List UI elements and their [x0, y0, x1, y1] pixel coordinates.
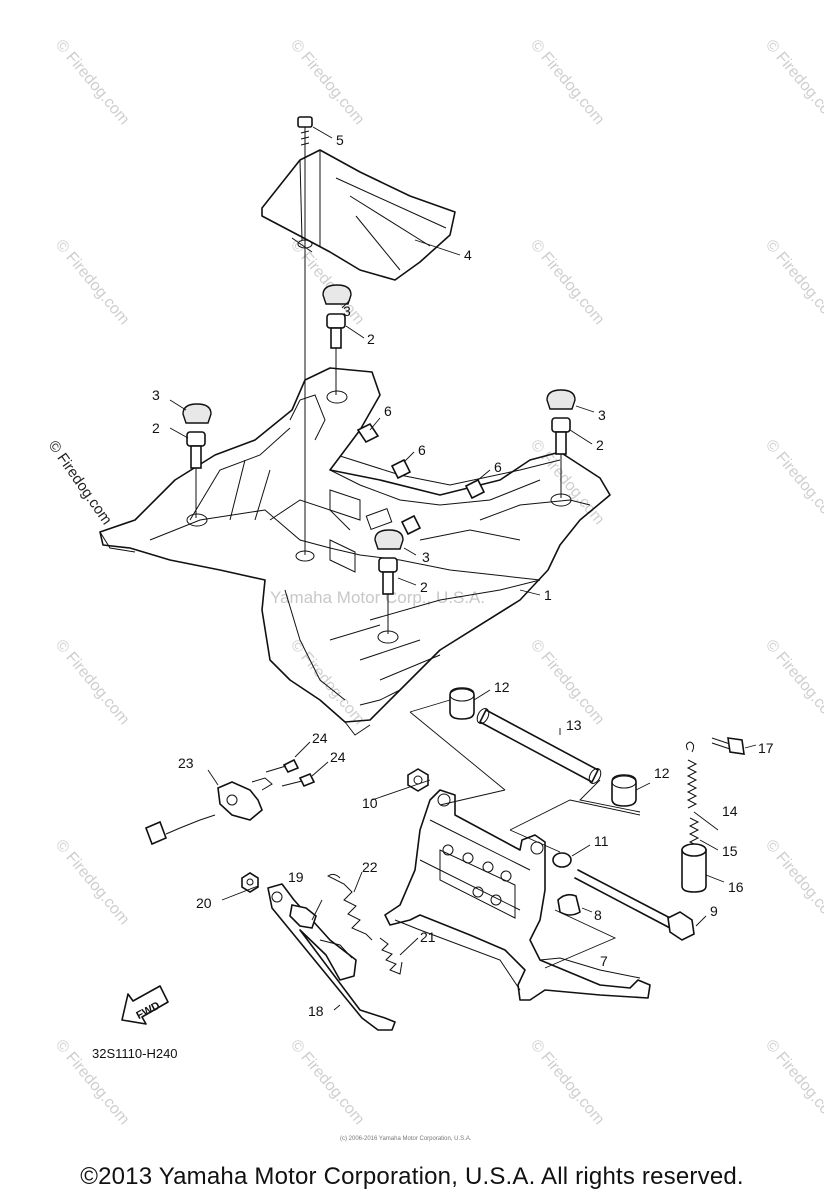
callout-11: 11	[594, 833, 609, 849]
callout-numbers: 1 2 2 2 2 3 3 3 3 4 5 6 6 6 7 8 9 10 11 …	[152, 132, 774, 1019]
leader-lines	[169, 126, 757, 1011]
callout-6: 6	[418, 442, 426, 458]
callout-12: 12	[494, 679, 510, 695]
watermark: © Firedog.com	[287, 637, 368, 728]
callout-7: 7	[600, 953, 608, 969]
callout-10: 10	[362, 795, 378, 811]
watermark: © Firedog.com	[527, 1037, 608, 1128]
callout-3: 3	[422, 549, 430, 565]
watermark: © Firedog.com	[762, 37, 824, 128]
part-floor-board	[99, 367, 611, 736]
callout-9: 9	[710, 903, 718, 919]
bolt-2-icon	[186, 313, 571, 634]
watermark: © Firedog.com	[52, 637, 133, 728]
callout-14: 14	[722, 803, 738, 819]
callout-6: 6	[384, 403, 392, 419]
part-cover-panel	[261, 149, 456, 281]
grommet-icon	[182, 284, 576, 550]
callout-22: 22	[362, 859, 378, 875]
callout-4: 4	[464, 247, 472, 263]
callout-23: 23	[178, 755, 194, 771]
callout-24: 24	[312, 730, 328, 746]
guide-lines	[409, 699, 641, 969]
callout-3: 3	[152, 387, 160, 403]
watermark: © Firedog.com	[287, 1037, 368, 1128]
watermark: © Firedog.com	[52, 837, 133, 928]
bushing-icon	[449, 687, 637, 807]
part-side-stand	[241, 872, 396, 1031]
pipe-icon	[476, 708, 602, 784]
exploded-view: © Firedog.com © Firedog.com © Firedog.co…	[45, 37, 824, 1142]
watermark-grid: © Firedog.com © Firedog.com © Firedog.co…	[52, 37, 824, 1128]
part-main-stand	[384, 789, 651, 1001]
callout-2: 2	[367, 331, 375, 347]
fwd-label: FWD	[134, 1000, 162, 1022]
callout-6: 6	[494, 459, 502, 475]
cap-icon	[557, 893, 581, 916]
bolt-5-icon	[297, 116, 313, 152]
callout-8: 8	[594, 907, 602, 923]
callout-12: 12	[654, 765, 670, 781]
callout-2: 2	[420, 579, 428, 595]
spring-icon	[327, 741, 700, 975]
callout-3: 3	[598, 407, 606, 423]
callout-24: 24	[330, 749, 346, 765]
washer-icon	[552, 852, 572, 868]
watermark: © Firedog.com	[287, 37, 368, 128]
callout-5: 5	[336, 132, 344, 148]
watermark: © Firedog.com	[527, 237, 608, 328]
callout-2: 2	[152, 420, 160, 436]
watermark: © Firedog.com	[527, 637, 608, 728]
watermark: © Firedog.com	[762, 637, 824, 728]
copyright-footer: ©2013 Yamaha Motor Corporation, U.S.A. A…	[80, 1163, 744, 1190]
callout-2: 2	[596, 437, 604, 453]
fwd-arrow-icon: FWD	[121, 985, 169, 1025]
watermark: © Firedog.com	[527, 37, 608, 128]
diagram-code: 32S1110-H240	[92, 1046, 178, 1061]
callout-13: 13	[566, 717, 582, 733]
part-sidestand-switch	[144, 758, 316, 846]
clip-nut-icon	[356, 422, 486, 536]
callout-3: 3	[343, 303, 351, 319]
bolt-9-icon	[574, 869, 695, 941]
callout-1: 1	[544, 587, 552, 603]
callout-16: 16	[728, 879, 744, 895]
callout-19: 19	[288, 869, 304, 885]
watermark: © Firedog.com	[762, 837, 824, 928]
tiny-print: (c) 2006-2016 Yamaha Motor Corporation, …	[340, 1136, 472, 1142]
watermark: © Firedog.com	[52, 37, 133, 128]
side-watermark: © Firedog.com	[45, 438, 115, 529]
watermark: © Firedog.com	[762, 237, 824, 328]
nut-10-icon	[407, 768, 429, 792]
sleeve-icon	[681, 843, 707, 893]
callout-21: 21	[420, 929, 436, 945]
watermark: © Firedog.com	[762, 437, 824, 528]
callout-15: 15	[722, 843, 738, 859]
watermark: © Firedog.com	[762, 1037, 824, 1128]
bolt-17-icon	[711, 737, 745, 755]
callout-17: 17	[758, 740, 774, 756]
callout-18: 18	[308, 1003, 324, 1019]
callout-20: 20	[196, 895, 212, 911]
watermark: © Firedog.com	[52, 237, 133, 328]
